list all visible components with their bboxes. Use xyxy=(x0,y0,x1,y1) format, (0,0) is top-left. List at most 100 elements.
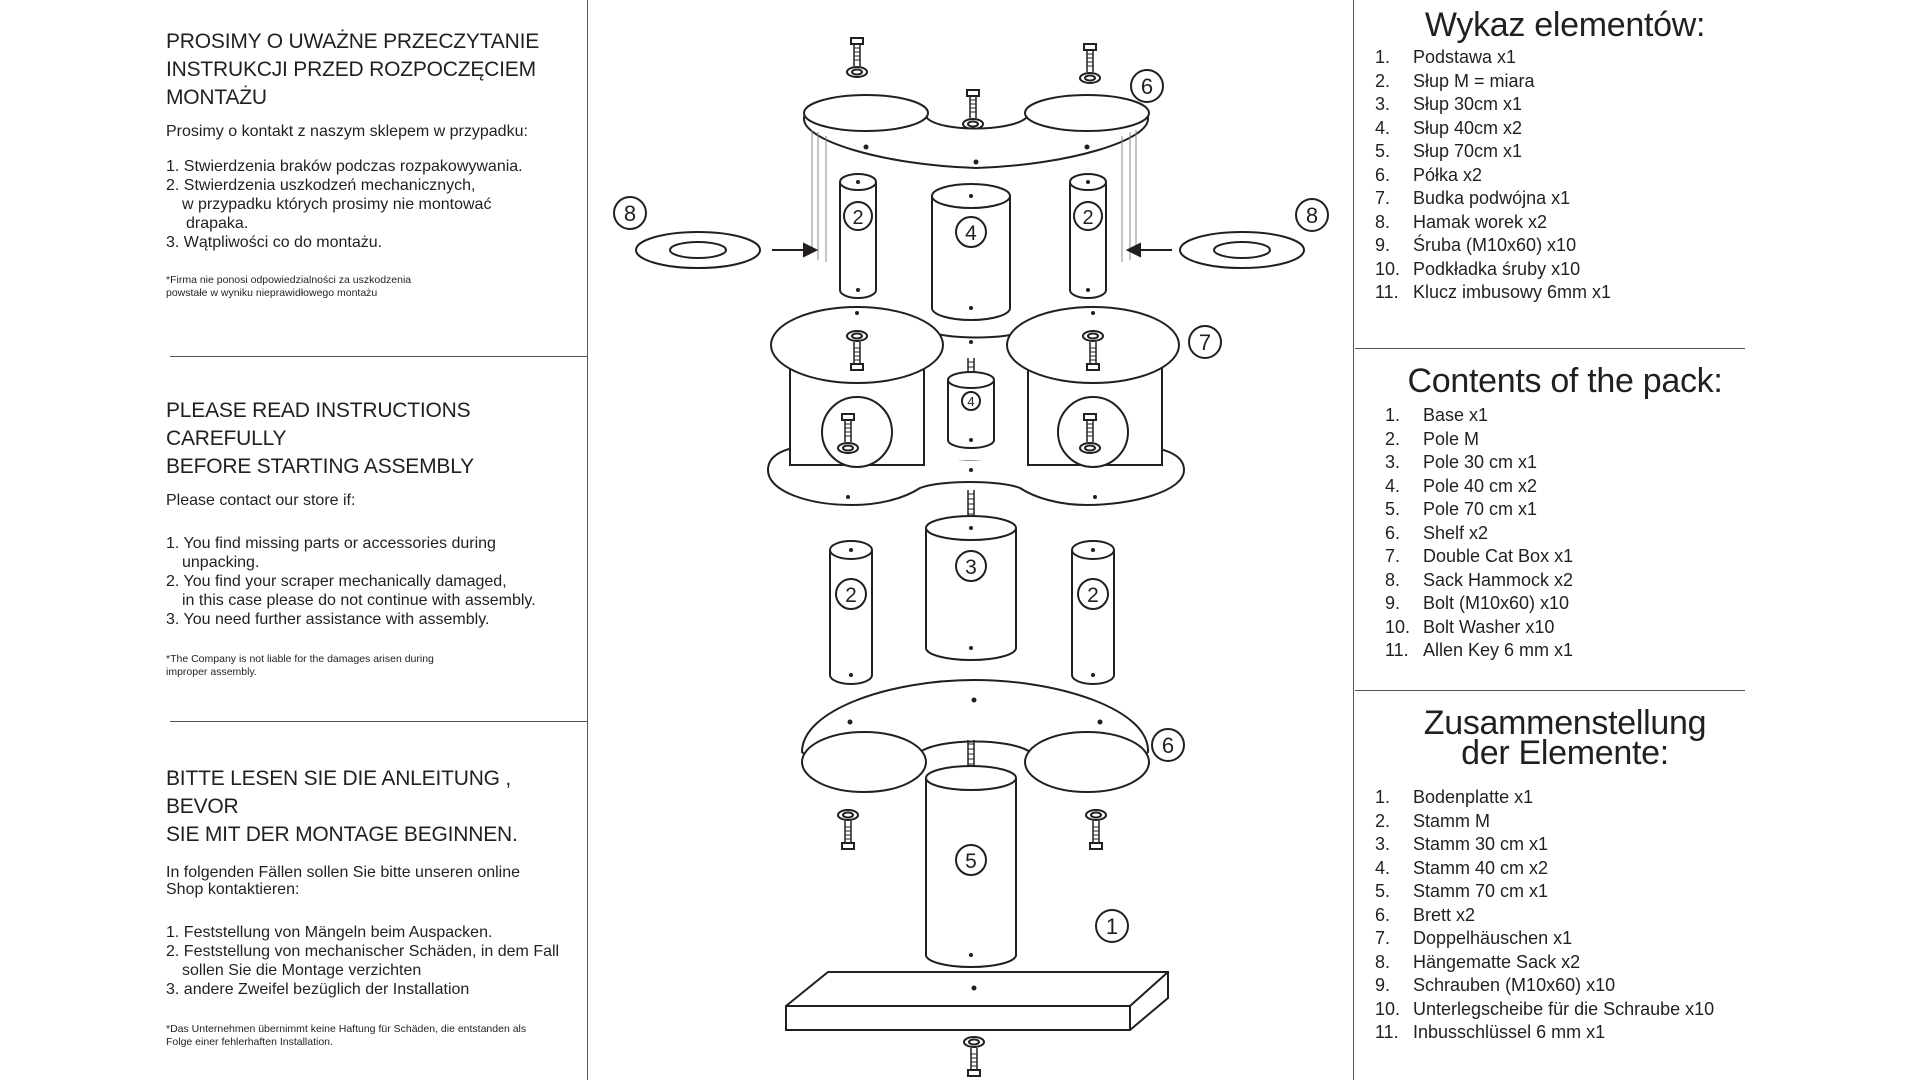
hammock-right xyxy=(1179,231,1305,269)
item-number: 6. xyxy=(1375,904,1391,925)
svg-text:2: 2 xyxy=(852,207,863,229)
svg-text:1: 1 xyxy=(1106,914,1118,939)
item-label: Półka x2 xyxy=(1413,164,1483,185)
item-label: Doppelhäuschen x1 xyxy=(1413,928,1573,948)
pole-m-top-left xyxy=(839,173,877,299)
parts-list-item: 6.Brett x2 xyxy=(1375,904,1735,928)
list-item: 3. andere Zweifel bezüglich der Installa… xyxy=(166,981,470,998)
item-label: Shelf x2 xyxy=(1423,522,1489,543)
intro-de: In folgenden Fällen sollen Sie bitte uns… xyxy=(166,864,521,898)
list-divider-pl-en xyxy=(1355,348,1745,349)
part-label-pole-40: 4 xyxy=(955,216,987,248)
parts-list-item: 1. Bodenplatte x1 xyxy=(1375,786,1735,810)
part-label-pole-70: 5 xyxy=(955,844,987,876)
heading-line: SIE MIT DER MONTAGE BEGINNEN. xyxy=(166,823,518,846)
item-label: Stamm M xyxy=(1413,810,1491,831)
part-label-shelf-top: 6 xyxy=(1130,69,1164,103)
pole-m-lower-left xyxy=(829,540,873,685)
parts-list-item: 1.Podstawa x1 xyxy=(1375,46,1735,70)
list-de: 1. Feststellung von Mängeln beim Auspack… xyxy=(166,923,586,999)
bolt-icon xyxy=(962,89,984,130)
section-divider-pl-en xyxy=(170,356,587,357)
item-label: Śruba (M10x60) x10 xyxy=(1413,235,1577,255)
item-number: 1. xyxy=(1375,47,1391,67)
item-number: 5. xyxy=(1385,499,1401,519)
heading-en: PLEASE READ INSTRUCTIONS CAREFULLY BEFOR… xyxy=(166,397,586,481)
item-number: 10. xyxy=(1375,258,1401,279)
item-label: Base x1 xyxy=(1423,405,1489,425)
parts-list-item: 7. Doppelhäuschen x1 xyxy=(1375,927,1735,951)
svg-text:6: 6 xyxy=(1162,733,1174,758)
item-label: Bodenplatte x1 xyxy=(1413,787,1534,807)
heading-line: PROSIMY O UWAŻNE PRZECZYTANIE xyxy=(166,30,540,53)
item-label: Słup 30cm x1 xyxy=(1413,94,1523,114)
hammock-left xyxy=(635,231,761,269)
parts-list-de: Zusammenstellung der Elemente: 1. Bodenpl… xyxy=(1355,706,1735,1045)
list-divider-en-de xyxy=(1355,690,1745,691)
pole-40-top xyxy=(931,183,1011,321)
item-label: Podkładka śruby x10 xyxy=(1413,258,1581,279)
parts-list-item: 2.Pole M xyxy=(1385,428,1735,452)
item-number: 10. xyxy=(1375,998,1401,1019)
list-en: 1. You find missing parts or accessories… xyxy=(166,534,586,629)
item-label: Unterlegscheibe für die Schraube x10 xyxy=(1413,998,1715,1019)
item-label: Słup 40cm x2 xyxy=(1413,117,1523,138)
arrow-right-icon xyxy=(772,242,819,258)
list-item: 2. You find your scraper mechanically da… xyxy=(166,573,536,609)
item-number: 9. xyxy=(1375,235,1391,255)
svg-text:3: 3 xyxy=(965,556,977,579)
item-label: Sack Hammock x2 xyxy=(1423,569,1574,590)
item-label: Pole 40 cm x2 xyxy=(1423,475,1538,496)
parts-list-item: 11.Klucz imbusowy 6mm x1 xyxy=(1375,281,1735,305)
parts-list-item: 3.Pole 30 cm x1 xyxy=(1385,451,1735,475)
title-line: der Elemente: xyxy=(1461,734,1669,772)
item-label: Stamm 30 cm x1 xyxy=(1413,834,1549,854)
heading-line: BEFORE STARTING ASSEMBLY xyxy=(166,455,474,478)
item-label: Stamm 70 cm x1 xyxy=(1413,881,1549,901)
parts-list-item: 2.Słup M = miara xyxy=(1375,70,1735,94)
parts-list-item: 8. Sack Hammock x2 xyxy=(1385,569,1735,593)
parts-list-item: 6.Shelf x2 xyxy=(1385,522,1735,546)
parts-list-item: 4.Słup 40cm x2 xyxy=(1375,117,1735,141)
item-label: Allen Key 6 mm x1 xyxy=(1423,640,1574,660)
item-number: 5. xyxy=(1375,141,1391,161)
heading-line: PLEASE READ INSTRUCTIONS CAREFULLY xyxy=(166,399,471,450)
svg-text:8: 8 xyxy=(624,201,636,226)
parts-list-item: 9. Śruba (M10x60) x10 xyxy=(1375,234,1735,258)
parts-title-en: Contents of the pack: xyxy=(1407,362,1723,400)
svg-text:7: 7 xyxy=(1199,330,1211,355)
item-number: 6. xyxy=(1375,164,1391,185)
parts-list-item: 11.Allen Key 6 mm x1 xyxy=(1385,639,1735,663)
bolt-icon xyxy=(1079,43,1101,84)
heading-line: MONTAŻU xyxy=(166,86,267,109)
list-item: 2. Stwierdzenia uszkodzeń mechanicznych,… xyxy=(166,177,492,232)
item-number: 1. xyxy=(1375,787,1391,807)
heading-pl: PROSIMY O UWAŻNE PRZECZYTANIE INSTRUKCJI… xyxy=(166,28,586,112)
item-label: Hängematte Sack x2 xyxy=(1413,951,1581,972)
parts-list-item: 7.Double Cat Box x1 xyxy=(1385,545,1735,569)
parts-list-item: 10.Bolt Washer x10 xyxy=(1385,616,1735,640)
item-number: 8. xyxy=(1385,569,1401,590)
item-number: 11. xyxy=(1375,282,1399,302)
parts-list-item: 5.Pole 70 cm x1 xyxy=(1385,498,1735,522)
part-label-cat-box: 7 xyxy=(1188,325,1222,359)
bolt-icon xyxy=(837,809,859,850)
item-number: 7. xyxy=(1375,928,1391,948)
parts-list-item: 10. Unterlegscheibe für die Schraube x10 xyxy=(1375,998,1735,1022)
parts-list-item: 3.Słup 30cm x1 xyxy=(1375,93,1735,117)
part-label-pole-m: 2 xyxy=(1073,201,1103,231)
parts-title-de: Zusammenstellung der Elemente: xyxy=(1355,706,1735,772)
part-label-hammock-right: 8 xyxy=(1295,198,1329,232)
item-label: Hamak worek x2 xyxy=(1413,211,1548,232)
item-label: Bolt Washer x10 xyxy=(1423,616,1555,637)
part-label-pole-40-inner: 4 xyxy=(961,391,981,411)
item-number: 2. xyxy=(1375,70,1391,91)
item-number: 8. xyxy=(1375,951,1391,972)
item-label: Double Cat Box x1 xyxy=(1423,546,1574,566)
list-item: 1. You find missing parts or accessories… xyxy=(166,535,496,571)
parts-list-item: 8. Hängematte Sack x2 xyxy=(1375,951,1735,975)
parts-title-pl: Wykaz elementów: xyxy=(1424,6,1706,44)
